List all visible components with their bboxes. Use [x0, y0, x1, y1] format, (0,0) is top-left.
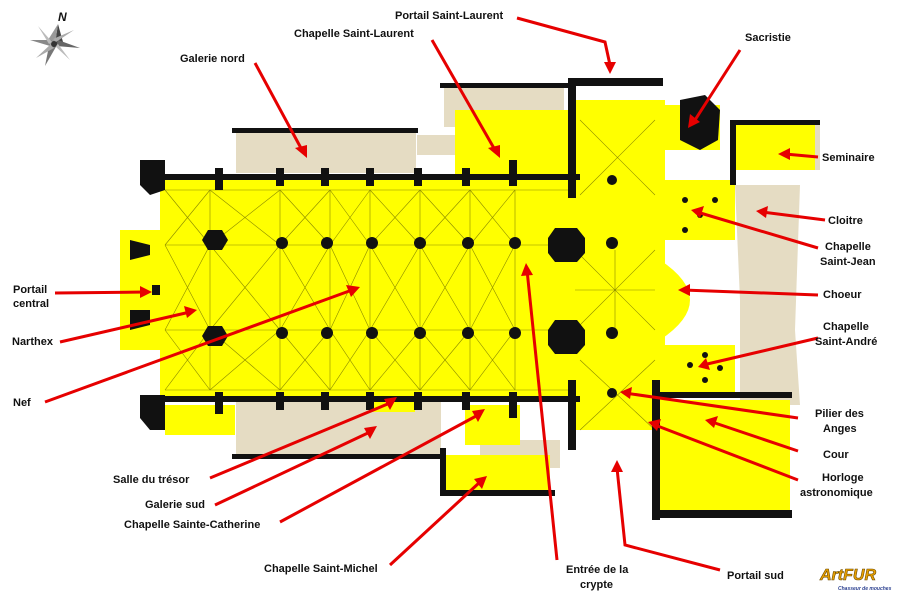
watermark-brand: ArtFUR — [819, 567, 876, 584]
label-portail-central-line1: Portail — [13, 284, 47, 296]
label-entree-crypte-line1: Entrée de la — [566, 564, 629, 576]
floor-area — [120, 100, 815, 510]
label-chapelle-saint-michel: Chapelle Saint-Michel — [264, 563, 378, 575]
room-labels: Portail Saint-Laurent Chapelle Saint-Lau… — [12, 10, 877, 591]
label-entree-crypte-line2: crypte — [580, 579, 613, 591]
arrow-nef — [44, 288, 353, 404]
label-choeur: Choeur — [823, 289, 862, 301]
walls — [130, 78, 820, 520]
watermark-logo: ArtFUR Chasseur de mouches — [819, 567, 892, 592]
arrow-seminaire — [784, 152, 819, 159]
arrow-chapelle-sainte-catherine — [279, 413, 479, 524]
label-horloge-line1: Horloge — [822, 472, 864, 484]
arrow-narthex — [59, 310, 191, 344]
arrow-cour — [711, 420, 799, 453]
arrow-chapelle-saint-michel — [388, 480, 482, 567]
label-salle-du-tresor: Salle du trésor — [113, 474, 190, 486]
label-seminaire: Seminaire — [822, 152, 875, 164]
compass-rose: N — [30, 10, 80, 66]
watermark-tagline: Chasseur de mouches — [838, 586, 892, 592]
label-chapelle-saint-laurent: Chapelle Saint-Laurent — [294, 28, 414, 40]
label-galerie-sud: Galerie sud — [145, 499, 205, 511]
arrow-entree-crypte — [525, 269, 559, 561]
label-galerie-nord: Galerie nord — [180, 53, 245, 65]
label-pilier-des-anges-line2: Anges — [823, 423, 857, 435]
arrow-horloge — [654, 423, 799, 482]
label-cour: Cour — [823, 449, 849, 461]
arrow-chapelle-saint-andre — [702, 336, 819, 367]
label-pilier-des-anges-line1: Pilier des — [815, 408, 864, 420]
arrow-galerie-nord — [253, 62, 304, 151]
arrow-sacristie — [693, 49, 742, 121]
arrow-galerie-sud — [214, 430, 371, 507]
label-sacristie: Sacristie — [745, 32, 791, 44]
label-portail-central-line2: central — [13, 298, 49, 310]
annotation-arrows — [44, 16, 826, 572]
compass-north-letter: N — [58, 10, 67, 24]
arrow-cloitre — [761, 210, 826, 222]
arrow-portail-central — [54, 290, 147, 295]
arrow-pilier-des-anges — [624, 391, 799, 420]
arrow-choeur — [682, 288, 819, 297]
label-horloge-line2: astronomique — [800, 487, 873, 499]
label-chapelle-saint-jean-line1: Chapelle — [825, 241, 871, 253]
label-portail-sud: Portail sud — [727, 570, 784, 582]
label-chapelle-saint-andre-line1: Chapelle — [823, 321, 869, 333]
label-chapelle-saint-jean-line2: Saint-Jean — [820, 256, 876, 268]
arrow-portail-saint-laurent — [516, 16, 612, 66]
label-nef: Nef — [13, 397, 31, 409]
label-narthex: Narthex — [12, 336, 54, 348]
arrow-salle-du-tresor — [209, 401, 391, 480]
label-chapelle-saint-andre-line2: Saint-André — [815, 336, 877, 348]
label-chapelle-sainte-catherine: Chapelle Sainte-Catherine — [124, 519, 260, 531]
arrow-chapelle-saint-jean — [696, 210, 819, 250]
arrow-portail-sud — [615, 467, 721, 572]
label-portail-saint-laurent: Portail Saint-Laurent — [395, 10, 504, 22]
arrow-chapelle-saint-laurent — [430, 39, 497, 151]
label-cloitre: Cloitre — [828, 215, 863, 227]
